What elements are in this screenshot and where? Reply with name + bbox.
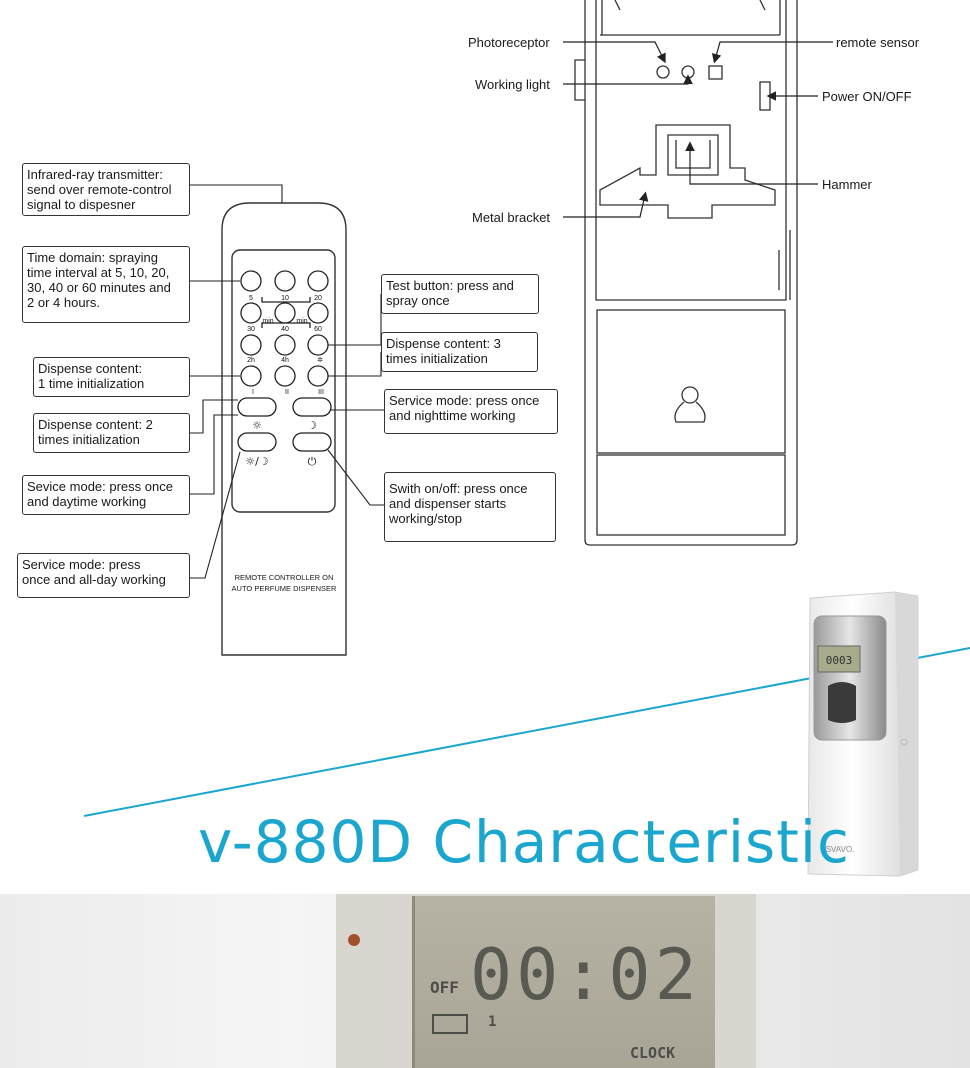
- battery-icon: [432, 1014, 468, 1034]
- key-label-60: 60: [314, 326, 322, 333]
- sun-icon: ☼: [252, 419, 262, 432]
- callout-infrared: Infrared-ray transmitter: send over remo…: [22, 163, 190, 216]
- remote-body: [221, 202, 347, 656]
- device-brand: SVAVO.: [826, 845, 855, 854]
- key-label-4h: 4h: [281, 357, 289, 364]
- moon-icon: ☽: [307, 419, 317, 432]
- lcd-closeup-photo: OFF 00:02 1 CLOCK: [0, 894, 970, 1068]
- key-label-5: 5: [249, 295, 253, 302]
- callout-service-day: Sevice mode: press once and daytime work…: [22, 475, 190, 515]
- key-label-III: III: [318, 389, 324, 396]
- key-label-I: I: [252, 389, 254, 396]
- callout-dispense-2: Dispense content: 2 times initialization: [33, 413, 190, 453]
- photoreceptor-label: Photoreceptor: [468, 35, 550, 50]
- lcd-count: 1: [488, 1014, 497, 1030]
- callout-test: Test button: press and spray once: [381, 274, 539, 314]
- working-light-icon: [681, 65, 695, 79]
- working-light-label: Working light: [475, 77, 550, 92]
- metal-bracket-label: Metal bracket: [472, 210, 551, 225]
- callout-service-night: Service mode: press once and nighttime w…: [384, 389, 558, 434]
- remote-sensor-label: remote sensor: [836, 35, 920, 50]
- indicator-light-icon: [348, 934, 360, 946]
- dispenser-outline: [574, 0, 798, 546]
- sun-moon-icon: ☼/☽: [245, 455, 268, 468]
- lcd-screen: [412, 896, 715, 1068]
- callout-time-domain: Time domain: spraying time interval at 5…: [22, 246, 190, 323]
- lcd-mode: OFF: [430, 978, 459, 997]
- lcd-time: 00:02: [470, 934, 701, 1016]
- callout-service-allday: Service mode: press once and all-day wor…: [17, 553, 190, 598]
- key-label-20: 20: [314, 295, 322, 302]
- remote-sensor-icon: [708, 65, 723, 80]
- callout-dispense-3: Dispense content: 3 times initialization: [381, 332, 538, 372]
- photoreceptor-icon: [656, 65, 670, 79]
- power-icon: ⏻: [308, 455, 317, 468]
- spray-icon: ✲: [317, 356, 323, 364]
- key-label-40: 40: [281, 326, 289, 333]
- key-label-2h: 2h: [247, 357, 255, 364]
- remote-text-line1: REMOTE CONTROLLER ON: [234, 573, 334, 582]
- key-label-30: 30: [247, 326, 255, 333]
- key-label-min-2: min: [296, 318, 307, 325]
- lcd-label: CLOCK: [630, 1044, 676, 1062]
- dispenser-product-image: 0003 SVAVO.: [807, 591, 919, 877]
- power-label: Power ON/OFF: [822, 89, 912, 104]
- callout-switch: Swith on/off: press once and dispenser s…: [384, 472, 556, 542]
- key-label-II: II: [285, 389, 289, 396]
- callout-dispense-1: Dispense content: 1 time initialization: [33, 357, 190, 397]
- key-label-10: 10: [281, 295, 289, 302]
- hammer-label: Hammer: [822, 177, 872, 192]
- page-title: v-880D Characteristic: [198, 808, 850, 876]
- remote-text-line2: AUTO PERFUME DISPENSER: [231, 584, 337, 593]
- key-label-min: min: [262, 318, 273, 325]
- device-display: 0003: [826, 654, 853, 667]
